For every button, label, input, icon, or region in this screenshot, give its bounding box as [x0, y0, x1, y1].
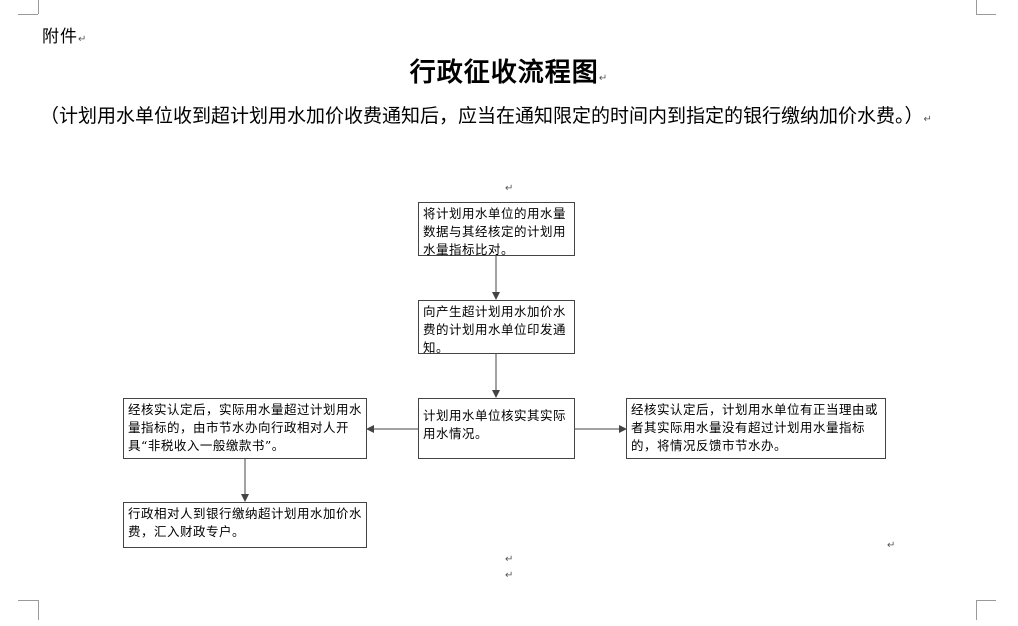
crop-mark-top-right-v: [976, 0, 977, 14]
attachment-label-text: 附件: [42, 27, 78, 47]
flow-step-payment-text: 行政相对人到银行缴纳超计划用水加价水费，汇入财政专户。: [128, 506, 363, 539]
crop-mark-top-left-h: [18, 14, 38, 15]
flow-branch-not-exceeded-text: 经核实认定后，计划用水单位有正当理由或者其实际用水量没有超过计划用水量指标的，将…: [631, 402, 879, 453]
paragraph-mark: ↵: [598, 73, 609, 84]
crop-mark-bottom-left-v: [38, 600, 39, 620]
intro-paragraph: （计划用水单位收到超计划用水加价收费通知后，应当在通知限定的时间内到指定的银行缴…: [40, 96, 980, 140]
paragraph-mark: ↵: [78, 34, 88, 45]
paragraph-mark: ↵: [887, 540, 896, 551]
flow-step-verify-text: 计划用水单位核实其实际用水情况。: [423, 408, 567, 441]
crop-mark-bottom-right-v: [976, 600, 977, 620]
paragraph-mark: ↵: [505, 570, 514, 581]
flow-branch-exceeded: 经核实认定后，实际用水量超过计划用水量指标的，由市节水办向行政相对人开具“非税收…: [123, 398, 367, 459]
paragraph-mark: ↵: [505, 183, 514, 194]
paragraph-mark: ↵: [505, 554, 514, 565]
flow-step-compare-text: 将计划用水单位的用水量数据与其经核定的计划用水量指标比对。: [423, 206, 567, 257]
flow-branch-not-exceeded: 经核实认定后，计划用水单位有正当理由或者其实际用水量没有超过计划用水量指标的，将…: [626, 398, 886, 459]
intro-text: （计划用水单位收到超计划用水加价收费通知后，应当在通知限定的时间内到指定的银行缴…: [40, 105, 924, 127]
document-title: 行政征收流程图↵: [0, 52, 1018, 89]
document-title-text: 行政征收流程图: [409, 58, 599, 88]
flow-step-payment: 行政相对人到银行缴纳超计划用水加价水费，汇入财政专户。: [123, 502, 367, 548]
flow-step-verify: 计划用水单位核实其实际用水情况。: [418, 398, 575, 459]
crop-mark-bottom-right-h: [976, 600, 996, 601]
crop-mark-bottom-left-h: [18, 600, 38, 601]
attachment-label: 附件↵: [42, 22, 87, 47]
flow-step-notify-text: 向产生超计划用水加价水费的计划用水单位印发通知。: [423, 304, 567, 355]
paragraph-mark: ↵: [923, 114, 932, 125]
flow-branch-exceeded-text: 经核实认定后，实际用水量超过计划用水量指标的，由市节水办向行政相对人开具“非税收…: [128, 402, 363, 453]
flow-step-notify: 向产生超计划用水加价水费的计划用水单位印发通知。: [418, 300, 575, 355]
crop-mark-top-left-v: [38, 0, 39, 14]
crop-mark-top-right-h: [976, 14, 996, 15]
flow-step-compare: 将计划用水单位的用水量数据与其经核定的计划用水量指标比对。: [418, 202, 575, 257]
